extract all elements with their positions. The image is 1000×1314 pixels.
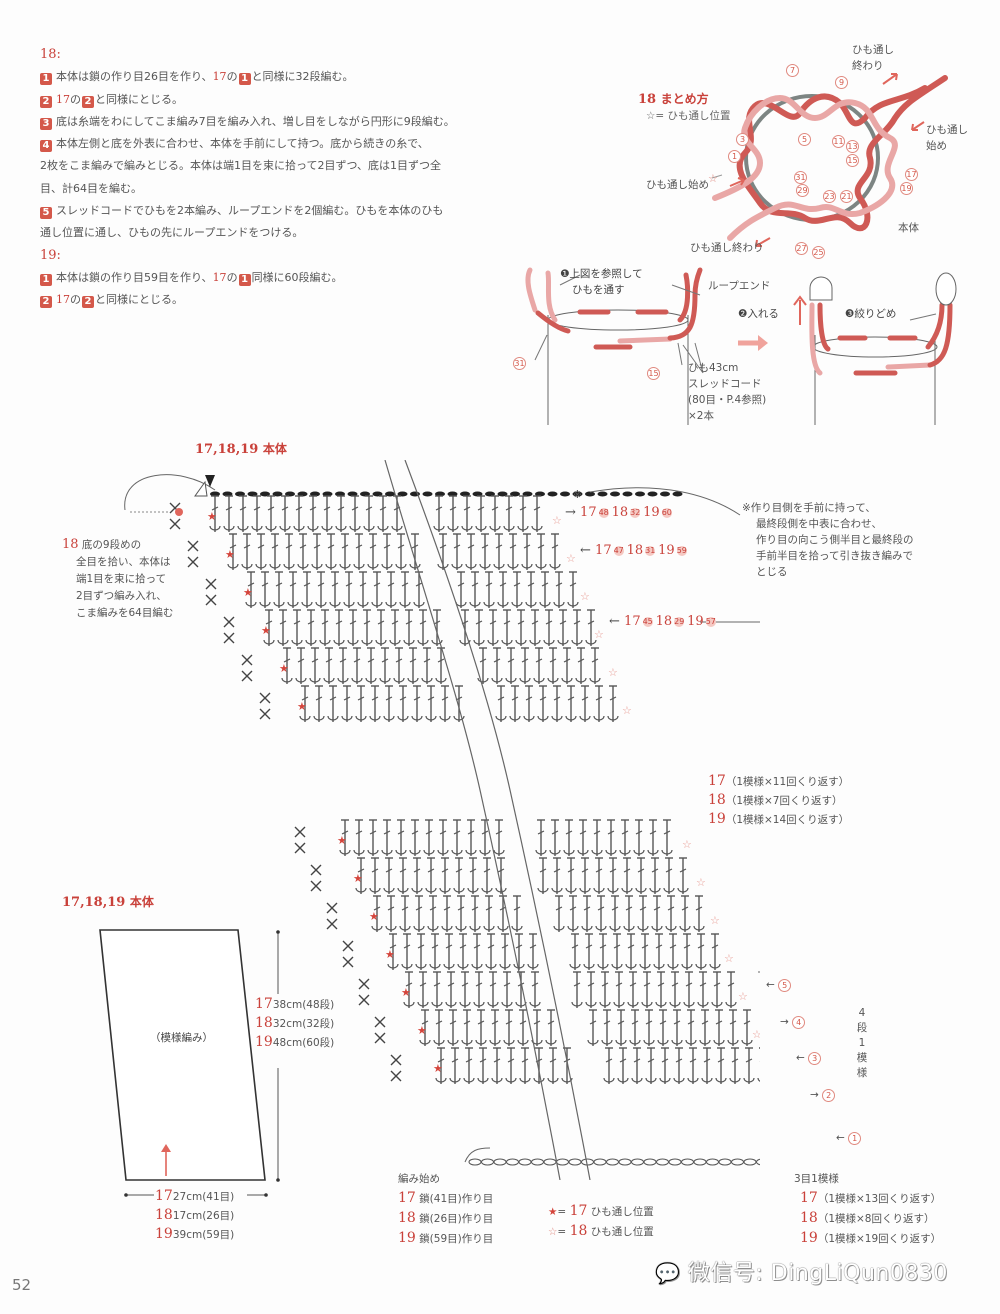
asterisk-marker: ※ [573,489,582,501]
wechat-icon: 💬 [655,1261,681,1285]
svg-text:★: ★ [417,1024,427,1037]
svg-text:☆: ☆ [724,952,734,965]
note-18-bottom: 18 底の9段めの 全目を拾い、本体は 端1目を束に拾って 2目ずつ編み入れ、 … [62,537,174,619]
label-cord-end-bottom: ひも通し終わり [690,242,764,254]
marker-31: 31 [513,357,526,370]
stitch-repeat-info: 3目1模様 17（1模様×13回くり返す） 18（1模様×8回くり返す） 19（… [794,1173,942,1246]
pattern-row-5: ← 5 [766,977,792,994]
svg-text:★: ★ [279,662,289,675]
schematic-center-label: （模様編み） [150,1032,213,1044]
label-cord-end-top: ひも通し終わり [852,44,894,72]
schematic-shape [99,929,280,1197]
row-repeat-info: 17（1模様×11回くり返す） 18（1模様×7回くり返す） 19（1模様×14… [708,773,850,827]
assembly-title: 18 まとめ方 [638,92,709,107]
svg-text:☆: ☆ [608,666,618,679]
svg-text:☆: ☆ [566,552,576,565]
svg-text:☆: ☆ [622,704,632,717]
svg-text:★: ★ [261,624,271,637]
star-legend: ★= 17 ひも通し位置 ☆= 18 ひも通し位置 [548,1203,654,1239]
svg-text:★: ★ [385,948,395,961]
pattern-row-1: ← 1 [836,1130,862,1147]
schematic-height: 1738cm(48段) 1832cm(32段) 1948cm(60段) [255,996,335,1050]
label-body: 本体 [898,222,919,234]
ring-num: 7 [786,64,799,77]
schematic-title: 17,18,19 本体 [62,895,154,910]
svg-text:☆: ☆ [552,514,562,527]
svg-text:★: ★ [353,872,363,885]
svg-text:★: ★ [369,910,379,923]
watermark: 💬 微信号: DingLiQun0830 [655,1261,948,1286]
svg-text:★: ★ [337,834,347,847]
svg-text:☆: ☆ [580,590,590,603]
svg-text:★: ★ [225,548,235,561]
step2-label: ❷入れる [738,308,779,320]
pattern-row-4: → 4 [780,1014,806,1031]
svg-text:★: ★ [433,1062,443,1075]
svg-text:☆: ☆ [682,838,692,851]
pattern-row-3: ← 3 [796,1050,822,1067]
chart-title: 17,18,19 本体 [195,442,287,457]
pattern-row-2: → 2 [810,1087,836,1104]
outline-star-icon: ☆ [548,1226,558,1238]
svg-text:☆: ☆ [696,876,706,889]
svg-text:★: ★ [243,586,253,599]
svg-text:☆: ☆ [708,172,718,185]
loop-end-label: ループエンド [708,280,771,292]
step3-label: ❸絞りどめ [845,308,897,320]
svg-text:☆: ☆ [752,1028,760,1041]
assembly-legend: ☆= ひも通し位置 [646,110,731,122]
filled-star-icon: ★ [548,1206,558,1218]
svg-text:★: ★ [297,700,307,713]
cord-steps-diagram [525,267,957,425]
svg-text:★: ★ [401,986,411,999]
label-cord-start-right: ひも通し始め [926,124,968,152]
svg-text:★: ★ [207,510,217,523]
section-18-heading: 18 [40,47,57,62]
svg-text:☆: ☆ [738,990,748,1003]
foundation-info: 編み始め 17 鎖(41目)作り目 18 鎖(26目)作り目 19 鎖(59目)… [398,1173,494,1246]
label-cord-start-left: ひも通し始め [646,179,709,191]
svg-text:☆: ☆ [710,914,720,927]
note-closing: ※作り目側を手前に持って、 最終段側を中表に合わせ、 作り目の向こう側半目と最終… [742,502,914,578]
svg-text:☆: ☆ [594,628,604,641]
marker-15: 15 [647,367,660,380]
step1-label: ❶上図を参照してひもを通す [560,268,643,296]
page-number: 52 [12,1276,32,1294]
schematic-width: 1727cm(41目) 1817cm(26目) 1939cm(59目) [155,1188,235,1242]
section-19-heading: 19 [40,247,57,263]
stitch-chart: ★☆★☆★☆★☆★☆★☆★☆★☆★☆★☆★☆★☆★☆ [124,460,760,1180]
